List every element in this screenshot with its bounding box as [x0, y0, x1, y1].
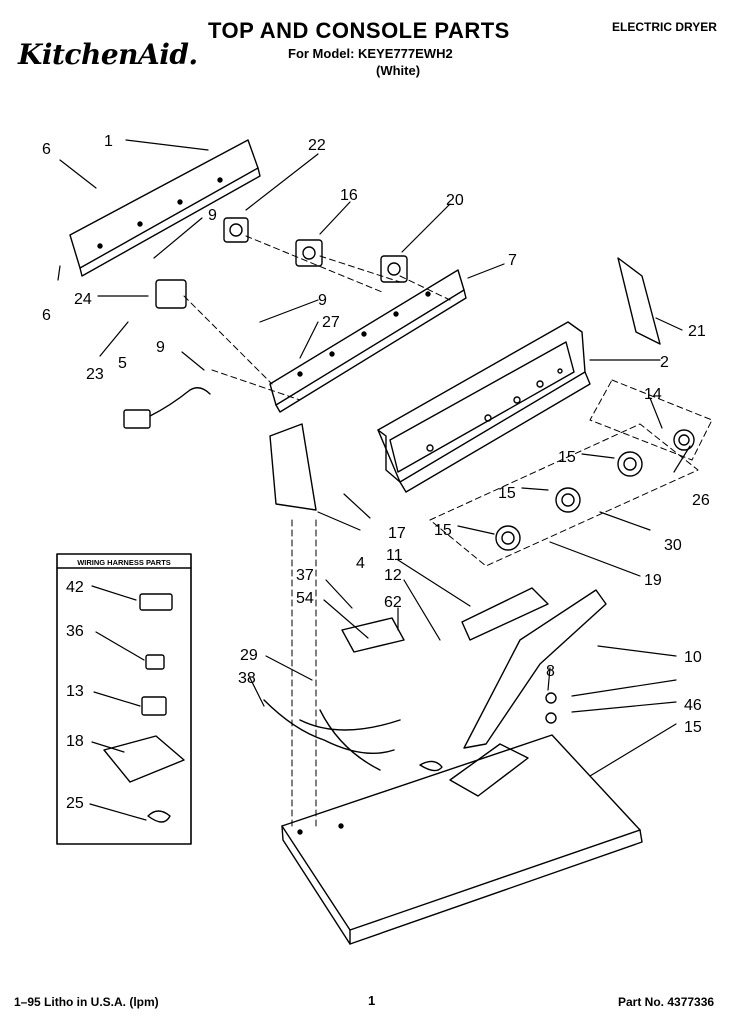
- callout-23: 23: [86, 366, 104, 383]
- callout-numbers: 1245667899910111213141515151516171819202…: [0, 0, 710, 812]
- control-bracket: [269, 269, 467, 413]
- callout-7: 7: [508, 252, 517, 269]
- callout-46: 46: [684, 697, 702, 714]
- switch-23: [223, 217, 249, 243]
- callout-17: 17: [388, 525, 406, 542]
- timer-25: [155, 279, 187, 309]
- knob-3: [617, 451, 643, 477]
- callout-22: 22: [308, 137, 326, 154]
- callout-20: 20: [446, 192, 464, 209]
- callout-14: 14: [644, 386, 662, 403]
- callout-1: 1: [104, 133, 113, 150]
- callout-6: 6: [42, 307, 51, 324]
- dryer-type-label: ELECTRIC DRYER: [612, 20, 717, 34]
- knob-1: [495, 525, 521, 551]
- callout-25: 25: [66, 795, 84, 812]
- bracket-54: [449, 743, 529, 797]
- callout-63: 63: [0, 0, 18, 4]
- callout-62: 62: [384, 594, 402, 611]
- switch-17: [295, 239, 323, 267]
- callout-27: 27: [322, 314, 340, 331]
- callout-16: 16: [340, 187, 358, 204]
- console-panel: [377, 321, 591, 493]
- callout-18: 18: [66, 733, 84, 750]
- callout-15: 15: [498, 485, 516, 502]
- callout-2: 2: [660, 354, 669, 371]
- lamp-holder-11: [461, 587, 549, 641]
- footer-page-number: 1: [368, 993, 376, 1008]
- brand-logo: KitchenAid.: [18, 38, 198, 71]
- color-line: (White): [376, 63, 421, 78]
- wiring-harness-box-title: WIRING HARNESS PARTS: [77, 558, 171, 567]
- knob-2: [555, 487, 581, 513]
- callout-8: 8: [546, 663, 555, 680]
- callout-19: 19: [644, 572, 662, 589]
- callout-15: 15: [434, 522, 452, 539]
- end-cap-4: [269, 423, 317, 511]
- callout-15: 15: [684, 719, 702, 736]
- callout-9: 9: [318, 292, 327, 309]
- callout-37: 37: [296, 567, 314, 584]
- callout-21: 21: [688, 323, 706, 340]
- callout-36: 36: [66, 623, 84, 640]
- callout-6: 6: [42, 141, 51, 158]
- cover-10: [463, 589, 607, 749]
- callout-10: 10: [684, 649, 702, 666]
- control-knobs: [495, 429, 695, 551]
- bracket-22: [617, 257, 661, 345]
- wiring-harness-box: [56, 553, 192, 845]
- callout-5: 5: [118, 355, 127, 372]
- callout-38: 38: [238, 670, 256, 687]
- plate-62: [341, 617, 405, 653]
- component-parts: [123, 217, 661, 797]
- callout-24: 24: [74, 291, 92, 308]
- callout-30: 30: [664, 537, 682, 554]
- rear-panel: [69, 139, 261, 277]
- callout-11: 11: [386, 547, 403, 564]
- callout-13: 13: [66, 683, 84, 700]
- callout-9: 9: [156, 339, 165, 356]
- terminal-5: [123, 409, 151, 429]
- footer-part-number: Part No. 4377336: [618, 995, 715, 1009]
- exploded-guide-lines: [183, 235, 713, 827]
- page-title: TOP AND CONSOLE PARTS: [208, 18, 510, 43]
- callout-9: 9: [208, 207, 217, 224]
- dryer-top-panel: [281, 734, 643, 945]
- switch-21: [380, 255, 408, 283]
- callout-26: 26: [692, 492, 710, 509]
- callout-15: 15: [558, 449, 576, 466]
- callout-leaders: [57, 139, 691, 821]
- footer-litho: 1–95 Litho in U.S.A. (lpm): [14, 995, 159, 1009]
- model-line: For Model: KEYE777EWH2: [288, 46, 453, 61]
- callout-4: 4: [356, 555, 365, 572]
- callout-29: 29: [240, 647, 258, 664]
- callout-54: 54: [296, 590, 314, 607]
- callout-42: 42: [66, 579, 84, 596]
- callout-12: 12: [384, 567, 402, 584]
- knob-4: [673, 429, 695, 451]
